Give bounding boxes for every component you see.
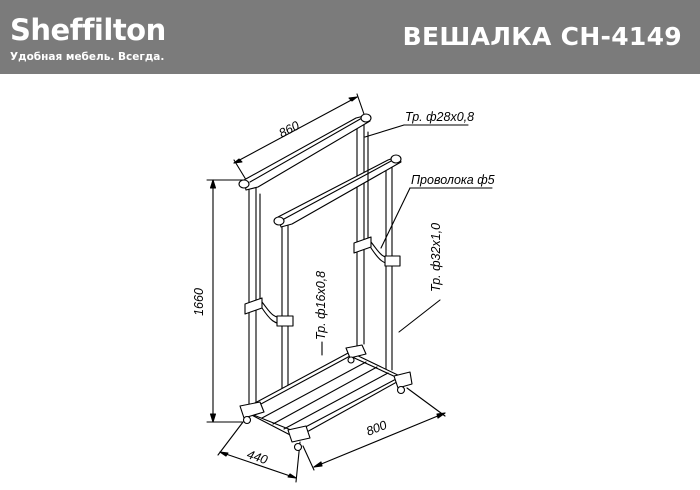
dimension-height [206, 179, 249, 423]
dimension-length-label: 800 [364, 418, 389, 439]
callout-inner-tube: Тр. ф16х0,8 [314, 271, 328, 340]
brand-logo: Sheffilton [10, 13, 166, 47]
dimension-width-label: 860 [277, 118, 302, 140]
dimension-height-label: 1660 [192, 288, 206, 316]
dimension-depth [217, 421, 301, 483]
callout-upright: Тр. ф32х1,0 [429, 223, 443, 292]
dimension-depth-label: 440 [245, 447, 269, 467]
brand-tagline: Удобная мебель. Всегда. [10, 51, 165, 63]
leader-top-tube [364, 124, 469, 138]
callout-top-tube: Тр. ф28х0,8 [405, 110, 474, 124]
header-bar: Sheffilton Удобная мебель. Всегда. ВЕШАЛ… [0, 0, 700, 74]
dimension-length [302, 387, 446, 471]
product-title: ВЕШАЛКА CH-4149 [402, 22, 682, 51]
dimension-width [233, 93, 366, 184]
callout-wire: Проволока ф5 [411, 173, 495, 187]
leader-upright [398, 299, 441, 333]
rack-frame [238, 113, 413, 452]
technical-drawing: 860 1660 440 800 Тр. ф28х0,8 Проволока ф… [192, 93, 495, 483]
